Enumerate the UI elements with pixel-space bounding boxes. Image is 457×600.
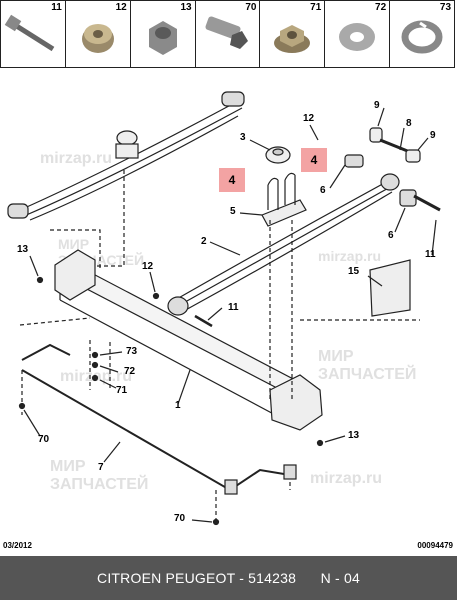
bump-stop xyxy=(116,130,138,146)
header-cell-71: 71 xyxy=(260,1,326,67)
fastener xyxy=(18,402,26,410)
fastener xyxy=(152,292,160,300)
part-number-label: 72 xyxy=(375,2,387,13)
bolt-icon xyxy=(4,14,55,52)
callout-15: 15 xyxy=(348,266,360,277)
fastener xyxy=(91,374,99,382)
spring-washer-icon xyxy=(401,20,443,54)
callout-8: 8 xyxy=(406,118,412,129)
bushing xyxy=(405,149,421,163)
spring-eye-bushing xyxy=(221,91,245,107)
part-number-label: 73 xyxy=(439,2,452,13)
callout-2: 2 xyxy=(201,236,207,247)
callout-73: 73 xyxy=(126,346,138,357)
part-number-label: 71 xyxy=(310,2,322,13)
watermark-text: ЗАПЧАСТЕЙ xyxy=(50,476,149,493)
rear-axle-exploded-diagram xyxy=(7,91,441,526)
footer-text: CITROEN PEUGEOT - 514238 N - 04 xyxy=(97,570,360,586)
shackle-pin xyxy=(379,138,411,154)
highlight-callout-4: 4 xyxy=(301,148,327,172)
callout-5: 5 xyxy=(230,206,236,217)
flange-nut-icon xyxy=(274,25,311,53)
axle-beam xyxy=(58,265,320,401)
diagram-date: 03/2012 xyxy=(3,541,32,550)
callout-6: 6 xyxy=(388,230,394,241)
shackle xyxy=(344,154,364,168)
link-bracket xyxy=(224,479,238,495)
watermark-text: mirzap.ru xyxy=(318,248,382,264)
header-cell-72: 72 xyxy=(325,1,391,67)
watermark-text: mirzap.ru xyxy=(310,470,383,487)
washer-icon xyxy=(339,23,376,51)
callout-6: 6 xyxy=(320,185,326,196)
header-cell-73: 73 xyxy=(390,1,454,67)
spring-eye-bushing xyxy=(167,296,189,316)
callout-13: 13 xyxy=(348,430,360,441)
highlight-callout-4: 4 xyxy=(219,168,245,192)
callout-70: 70 xyxy=(38,434,50,445)
fastener xyxy=(91,351,99,359)
hex-nut-icon xyxy=(148,21,177,55)
callout-12: 12 xyxy=(303,113,315,124)
watermark-text: mirzap.ru xyxy=(40,150,113,167)
callout-70: 70 xyxy=(174,513,186,524)
u-bolt xyxy=(267,177,279,210)
fastener xyxy=(316,439,324,447)
link-bracket xyxy=(283,464,297,480)
header-cell-70: 70 xyxy=(196,1,261,67)
clamp-plate xyxy=(261,199,307,227)
spring-eye-bushing xyxy=(7,203,29,219)
bushing xyxy=(369,127,383,143)
flange-bolt-icon xyxy=(205,16,248,49)
callout-71: 71 xyxy=(116,385,128,396)
bracket xyxy=(399,189,417,207)
document-id: 00094479 xyxy=(417,541,453,550)
nut-icon xyxy=(81,24,114,53)
callout-9: 9 xyxy=(374,100,380,111)
callout-13: 13 xyxy=(17,244,29,255)
callout-7: 7 xyxy=(98,462,104,473)
callout-11: 11 xyxy=(228,302,239,313)
header-cell-13: 13 xyxy=(131,1,196,67)
bracket-plate xyxy=(369,259,411,317)
part-number-label: 11 xyxy=(51,2,62,13)
part-number-label: 70 xyxy=(245,2,257,13)
leaf-spring xyxy=(174,179,391,301)
callout-1: 1 xyxy=(175,400,181,411)
header-cell-12: 12 xyxy=(66,1,131,67)
fastener xyxy=(91,361,99,369)
callout-9: 9 xyxy=(430,130,436,141)
callout-11: 11 xyxy=(425,249,436,260)
axle-bracket xyxy=(269,374,323,431)
header-cell-11: 11 xyxy=(1,1,66,67)
upper-leaf-spring xyxy=(19,99,241,211)
parts-header: 11 12 13 70 71 7 xyxy=(0,0,455,68)
watermark-text: МИР xyxy=(58,236,90,252)
part-number-label: 12 xyxy=(115,2,127,13)
callout-72: 72 xyxy=(124,366,136,377)
watermark-text: МИР xyxy=(50,458,86,475)
part-number-label: 13 xyxy=(180,2,192,13)
watermark-text: ЗАПЧАСТЕЙ xyxy=(318,366,417,383)
watermark-text: МИР xyxy=(318,348,354,365)
fastener xyxy=(212,518,220,526)
anti-roll-bar xyxy=(21,369,291,492)
u-bolt xyxy=(284,172,296,205)
callout-3: 3 xyxy=(240,132,246,143)
bolt xyxy=(413,194,441,212)
spring-eye-bushing xyxy=(380,173,400,191)
fastener xyxy=(36,276,44,284)
callout-12: 12 xyxy=(142,261,154,272)
axle-bracket xyxy=(54,249,96,301)
part-info-footer: CITROEN PEUGEOT - 514238 N - 04 xyxy=(0,556,457,600)
bolt xyxy=(194,314,213,328)
